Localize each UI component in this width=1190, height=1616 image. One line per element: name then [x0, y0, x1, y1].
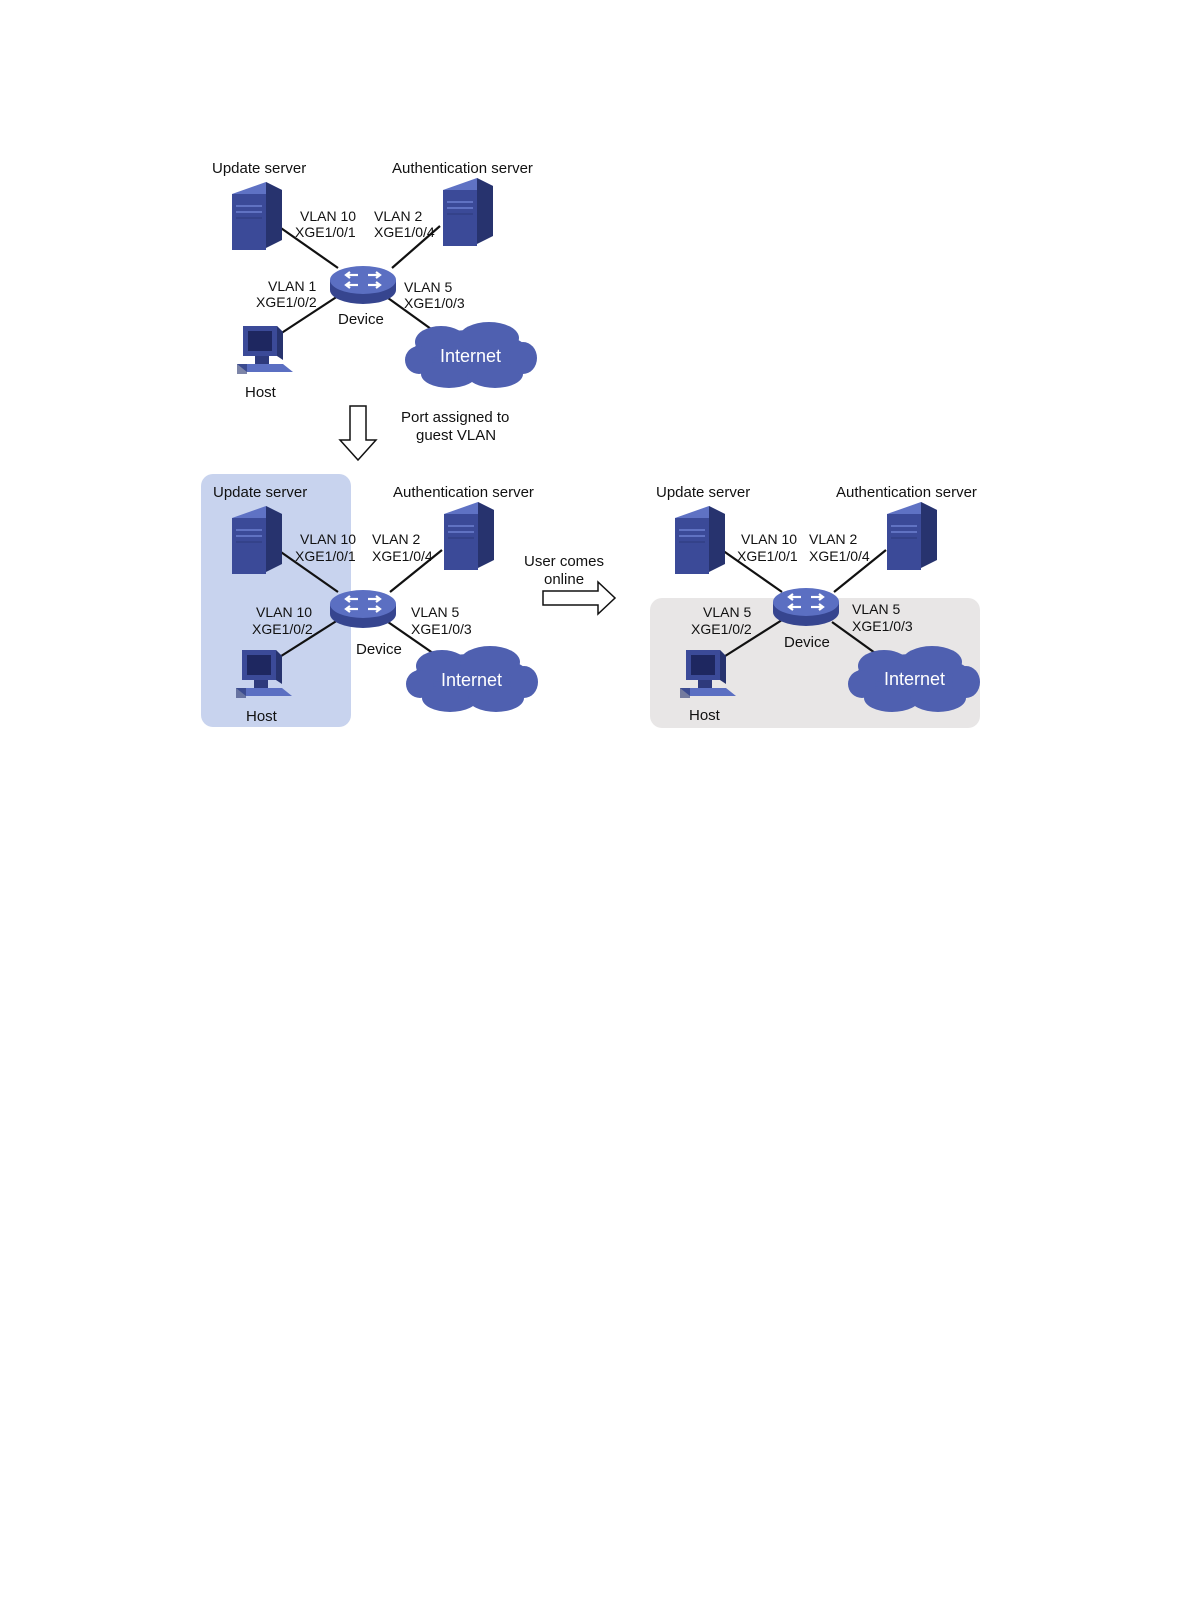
port-internet-vlan: VLAN 5	[411, 604, 459, 620]
port-internet-id: XGE1/0/3	[852, 618, 913, 634]
host-label: Host	[246, 708, 278, 725]
host-pc-icon	[237, 326, 293, 374]
right-arrow-icon	[542, 580, 617, 616]
auth-server-label: Authentication server	[392, 160, 533, 177]
device-label: Device	[356, 641, 402, 658]
port-host-id: XGE1/0/2	[252, 621, 313, 637]
auth-server-label: Authentication server	[836, 484, 977, 501]
update-server-label: Update server	[212, 160, 306, 177]
port-auth-id: XGE1/0/4	[372, 548, 433, 564]
bottom-right-topology: Update server Authentication server VLAN…	[650, 484, 980, 728]
auth-server-label: Authentication server	[393, 484, 534, 501]
port-auth-vlan: VLAN 2	[809, 531, 857, 547]
device-label: Device	[338, 311, 384, 328]
port-auth-id: XGE1/0/4	[374, 224, 435, 240]
auth-server-icon	[443, 501, 495, 571]
auth-server-icon	[442, 177, 494, 247]
internet-label: Internet	[884, 669, 945, 689]
transition-right-line1: User comes	[524, 553, 604, 570]
port-auth-id: XGE1/0/4	[809, 548, 870, 564]
host-label: Host	[245, 384, 277, 401]
port-internet-vlan: VLAN 5	[404, 279, 452, 295]
auth-server-icon	[886, 501, 938, 571]
transition-down-line1: Port assigned to	[401, 409, 509, 426]
device-switch-icon	[328, 264, 398, 306]
port-host-vlan: VLAN 1	[268, 278, 316, 294]
port-auth-vlan: VLAN 2	[374, 208, 422, 224]
port-update-id: XGE1/0/1	[295, 224, 356, 240]
port-host-vlan: VLAN 5	[703, 604, 751, 620]
port-update-vlan: VLAN 10	[300, 531, 356, 547]
bottom-left-topology: Update server Authentication server VLAN…	[201, 474, 538, 727]
update-server-label: Update server	[656, 484, 750, 501]
port-update-id: XGE1/0/1	[737, 548, 798, 564]
update-server-icon	[674, 505, 726, 575]
port-auth-vlan: VLAN 2	[372, 531, 420, 547]
transition-down-line2: guest VLAN	[416, 427, 496, 444]
port-host-id: XGE1/0/2	[691, 621, 752, 637]
top-topology: Update server Authentication server VLAN…	[212, 160, 537, 401]
transition-right-line2: online	[544, 571, 584, 588]
update-server-icon	[231, 505, 283, 575]
port-update-id: XGE1/0/1	[295, 548, 356, 564]
device-switch-icon	[328, 588, 398, 630]
port-host-id: XGE1/0/2	[256, 294, 317, 310]
port-host-vlan: VLAN 10	[256, 604, 312, 620]
internet-label: Internet	[441, 670, 502, 690]
device-switch-icon	[771, 586, 841, 628]
port-internet-vlan: VLAN 5	[852, 601, 900, 617]
device-label: Device	[784, 634, 830, 651]
port-internet-id: XGE1/0/3	[404, 295, 465, 311]
update-server-label: Update server	[213, 484, 307, 501]
down-arrow-icon	[338, 405, 378, 462]
internet-label: Internet	[440, 346, 501, 366]
port-update-vlan: VLAN 10	[741, 531, 797, 547]
update-server-icon	[231, 181, 283, 251]
host-label: Host	[689, 707, 721, 724]
port-internet-id: XGE1/0/3	[411, 621, 472, 637]
port-update-vlan: VLAN 10	[300, 208, 356, 224]
